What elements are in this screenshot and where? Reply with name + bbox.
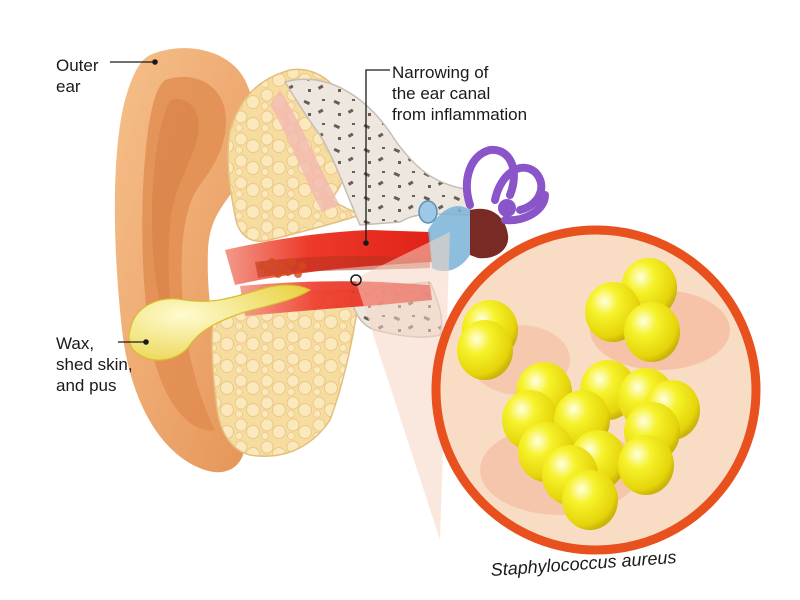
- label-canal-narrowing: Narrowing of the ear canal from inflamma…: [392, 63, 528, 124]
- bacterium: [562, 470, 618, 530]
- semicircular-canals: [462, 145, 549, 225]
- wax-plug: [128, 284, 312, 361]
- magnifier-cone: [350, 232, 450, 540]
- label-wax-skin-pus: Wax, shed skin, and pus: [56, 334, 133, 395]
- bacterium: [618, 435, 674, 495]
- label-outer-ear: Outer ear: [56, 56, 99, 96]
- leader-lines: [110, 59, 390, 345]
- bacterium: [457, 320, 513, 380]
- bacterium: [624, 302, 680, 362]
- bacteria-cluster: [457, 258, 700, 530]
